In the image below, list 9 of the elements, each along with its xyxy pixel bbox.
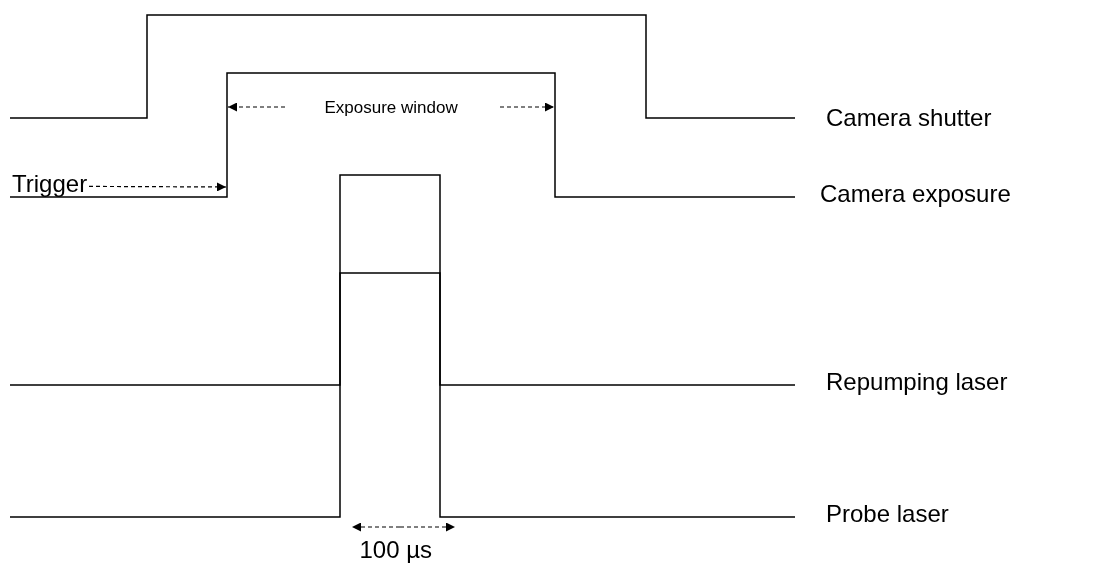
- signal-label: Camera exposure: [820, 182, 1011, 206]
- trigger-label: Trigger: [12, 172, 88, 196]
- signal-label: Probe laser: [826, 502, 949, 526]
- dimension-label: 100 µs: [359, 538, 433, 562]
- arrow: [88, 182, 227, 192]
- signal-label: Camera shutter: [826, 106, 992, 130]
- signal-label: Repumping laser: [826, 370, 1008, 394]
- waveform-line: [9, 72, 796, 198]
- dimension-label: Exposure window: [324, 99, 458, 116]
